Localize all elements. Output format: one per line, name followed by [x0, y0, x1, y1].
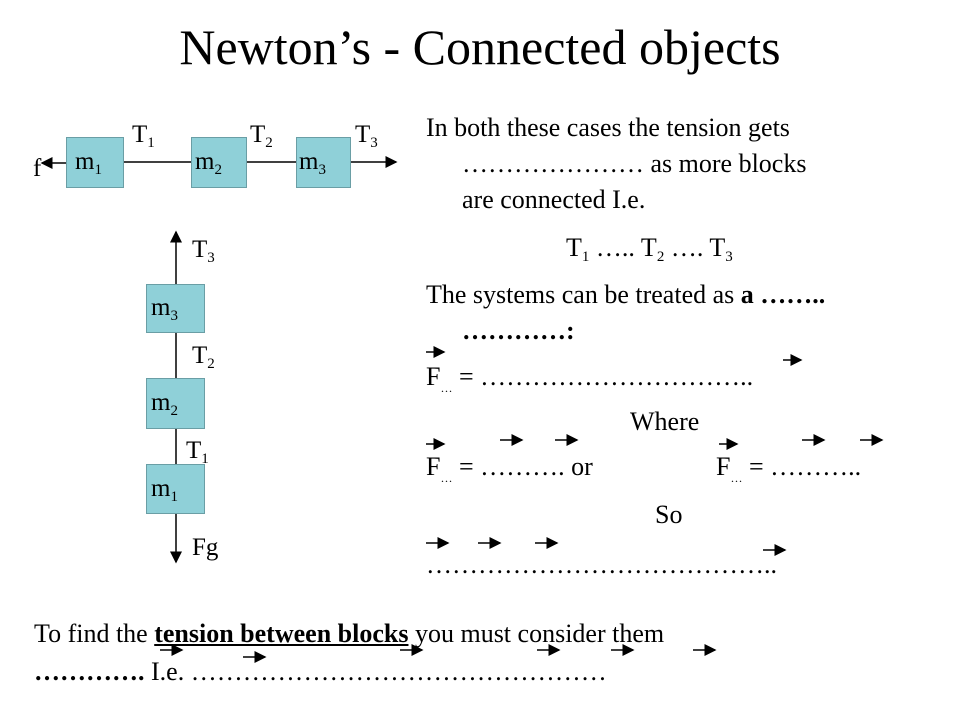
- gravity-label: Fg: [192, 534, 219, 561]
- bottom-line-1: To find the tension between blocks you m…: [34, 619, 665, 648]
- tension-label-t3: T3: [355, 121, 378, 151]
- block-m2-horizontal: m2: [191, 137, 247, 188]
- block-m3-vertical: m3: [146, 284, 205, 333]
- block-mass-label: m: [299, 148, 319, 175]
- tension-comparison: T1 ….. T2 …. T3: [566, 233, 733, 265]
- text-line-5: …………:: [462, 316, 575, 345]
- text-line-2: ………………… as more blocks: [462, 149, 807, 178]
- tension-label-t3-vertical: T3: [192, 236, 215, 266]
- tension-label-t2: T2: [250, 121, 273, 151]
- text-line-3: are connected I.e.: [462, 185, 646, 214]
- block-mass-label: m: [75, 148, 95, 175]
- fnet-equation: F… = …………………………..: [426, 362, 754, 395]
- tension-label-t1-vertical: T1: [186, 437, 209, 467]
- block-m1-vertical: m1: [146, 464, 205, 514]
- block-m2-vertical: m2: [146, 378, 205, 429]
- block-mass-label: m: [151, 294, 171, 321]
- block-m1-horizontal: m1: [66, 137, 124, 188]
- block-mass-subscript: 3: [170, 308, 178, 324]
- tension-label-t2-vertical: T2: [192, 342, 215, 372]
- block-mass-subscript: 1: [94, 162, 102, 178]
- block-mass-subscript: 1: [170, 489, 178, 505]
- force-equation-b: F… = ………..: [716, 452, 862, 485]
- tension-label-t1: T1: [132, 121, 155, 151]
- force-equation-a: F… = ………. or: [426, 452, 593, 485]
- block-mass-label: m: [151, 475, 171, 502]
- friction-label: f: [33, 155, 42, 182]
- block-mass-subscript: 2: [170, 403, 178, 419]
- text-line-1: In both these cases the tension gets: [426, 113, 790, 142]
- where-label: Where: [630, 407, 700, 436]
- block-mass-label: m: [151, 389, 171, 416]
- block-mass-subscript: 2: [214, 162, 222, 178]
- slide-title: Newton’s - Connected objects: [179, 19, 781, 75]
- block-mass-subscript: 3: [318, 162, 326, 178]
- so-line: …………………………………..: [426, 550, 777, 579]
- so-label: So: [655, 500, 683, 529]
- bottom-line-2: …………. I.e. …………………………………………: [34, 657, 607, 686]
- text-line-4: The systems can be treated as a ……..: [426, 280, 826, 309]
- block-mass-label: m: [195, 148, 215, 175]
- block-m3-horizontal: m3: [296, 137, 351, 188]
